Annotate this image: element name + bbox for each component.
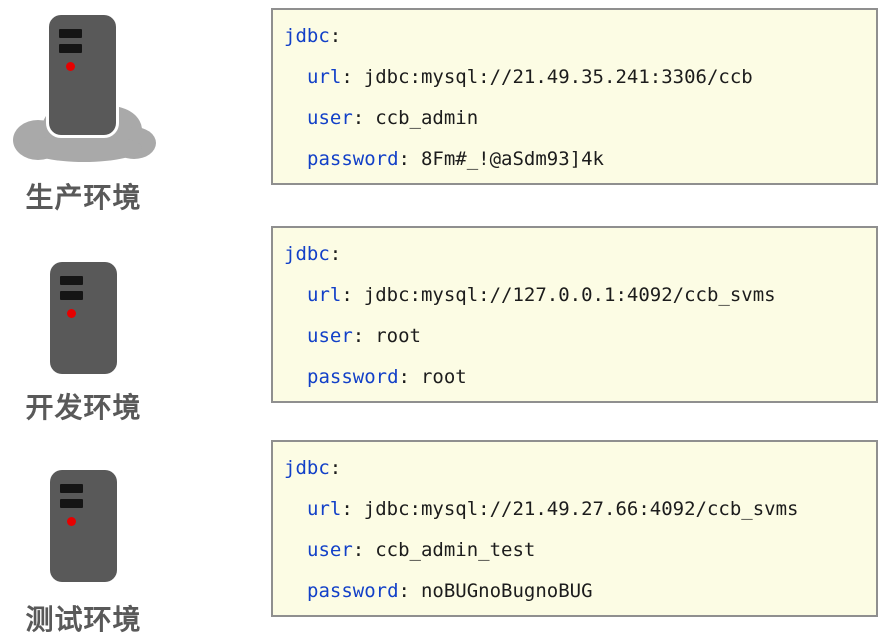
yaml-colon: : — [398, 148, 410, 170]
yaml-key: jdbc — [284, 243, 330, 265]
server-slot-icon — [59, 29, 82, 38]
yaml-value: 8Fm#_!@aSdm93]4k — [420, 148, 604, 170]
env-label-test: 测试环境 — [25, 604, 142, 633]
env-label-development: 开发环境 — [25, 392, 142, 423]
yaml-url-line: url: jdbc:mysql://127.0.0.1:4092/ccb_svms — [284, 275, 868, 316]
yaml-colon: : — [341, 284, 353, 306]
yaml-user-line: user: ccb_admin_test — [284, 530, 868, 571]
server-icon — [50, 262, 117, 374]
yaml-url-line: url: jdbc:mysql://21.49.27.66:4092/ccb_sv… — [284, 489, 868, 530]
yaml-key: url — [307, 284, 342, 306]
yaml-key: jdbc — [284, 25, 330, 47]
yaml-user-line: user: ccb_admin — [284, 98, 868, 139]
yaml-root-line: jdbc: — [284, 16, 868, 57]
server-status-led-icon — [66, 62, 75, 71]
server-slot-icon — [59, 44, 82, 53]
yaml-root-line: jdbc: — [284, 234, 868, 275]
server-icon — [46, 12, 119, 138]
yaml-value: jdbc:mysql://21.49.35.241:3306/ccb — [363, 66, 753, 88]
yaml-key: url — [307, 498, 342, 520]
yaml-colon: : — [329, 25, 342, 47]
yaml-key: password — [307, 366, 399, 388]
yaml-value: ccb_admin_test — [375, 539, 536, 561]
yaml-key: user — [307, 539, 353, 561]
jdbc-config-box-production: jdbc: url: jdbc:mysql://21.49.35.241:3306… — [271, 8, 878, 185]
yaml-key: user — [307, 325, 353, 347]
env-production: 生产环境 — [0, 0, 170, 215]
server-status-led-icon — [67, 309, 76, 318]
yaml-colon: : — [352, 325, 365, 347]
yaml-colon: : — [329, 243, 342, 265]
server-slot-icon — [60, 499, 83, 508]
yaml-password-line: password: root — [284, 357, 868, 398]
yaml-key: password — [307, 580, 399, 602]
yaml-user-line: user: root — [284, 316, 868, 357]
yaml-value: root — [420, 366, 467, 388]
server-slot-icon — [60, 276, 83, 285]
yaml-colon: : — [398, 366, 410, 388]
yaml-value: jdbc:mysql://21.49.27.66:4092/ccb_svms — [363, 498, 799, 520]
server-slot-icon — [60, 484, 83, 493]
yaml-key: url — [307, 66, 342, 88]
yaml-colon: : — [341, 66, 353, 88]
yaml-value: root — [375, 325, 421, 347]
yaml-value: ccb_admin — [375, 107, 479, 129]
server-slot-icon — [60, 291, 83, 300]
server-icon — [50, 470, 117, 582]
yaml-key: password — [307, 148, 399, 170]
yaml-password-line: password:8Fm#_!@aSdm93]4k — [284, 139, 868, 180]
server-status-led-icon — [67, 517, 76, 526]
yaml-colon: : — [352, 107, 365, 129]
yaml-colon: : — [398, 580, 410, 602]
yaml-root-line: jdbc: — [284, 448, 868, 489]
yaml-value: jdbc:mysql://127.0.0.1:4092/ccb_svms — [363, 284, 776, 306]
jdbc-config-box-test: jdbc: url: jdbc:mysql://21.49.27.66:4092/… — [271, 440, 878, 617]
yaml-value: noBUGnoBugnoBUG — [420, 580, 593, 602]
yaml-key: user — [307, 107, 353, 129]
yaml-password-line: password: noBUGnoBugnoBUG — [284, 571, 868, 612]
jdbc-config-box-development: jdbc: url: jdbc:mysql://127.0.0.1:4092/cc… — [271, 226, 878, 403]
yaml-url-line: url: jdbc:mysql://21.49.35.241:3306/ccb — [284, 57, 868, 98]
yaml-key: jdbc — [284, 457, 330, 479]
yaml-colon: : — [352, 539, 365, 561]
yaml-colon: : — [329, 457, 342, 479]
yaml-colon: : — [341, 498, 353, 520]
env-label-production: 生产环境 — [25, 182, 142, 213]
